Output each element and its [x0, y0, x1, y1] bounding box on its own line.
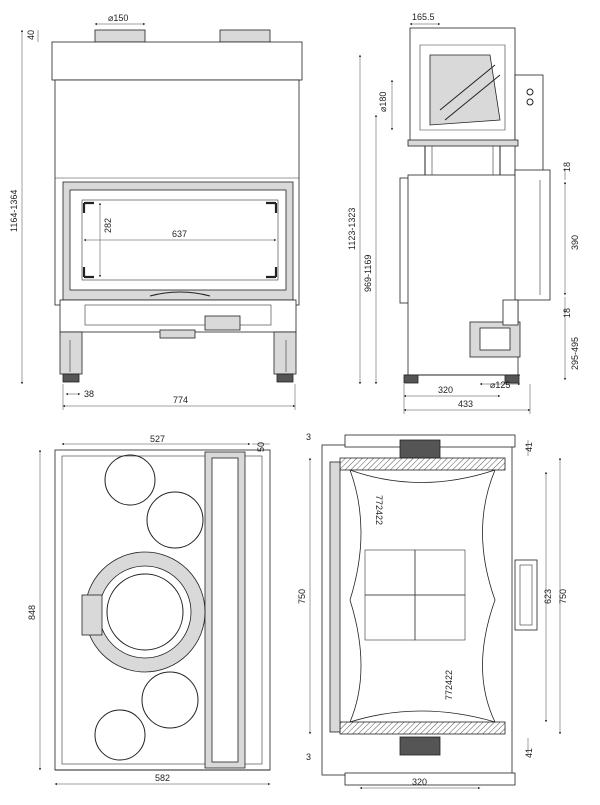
right-width-320-label: 320: [412, 777, 427, 787]
base-frame: [59, 299, 297, 333]
right-dim-41-top-label: 41: [524, 442, 534, 452]
top-height-label: 40: [26, 30, 36, 40]
foot-width-label: 38: [84, 389, 94, 399]
right-dim-3-bottom-label: 3: [306, 752, 311, 762]
right-height-750-left-label: 750: [297, 589, 307, 604]
flue-diameter-label: ⌀150: [108, 13, 128, 23]
air-diameter-label: ⌀180: [378, 92, 388, 112]
plan-dim-50-label: 50: [256, 442, 266, 452]
depth-320-label: 320: [438, 385, 453, 395]
glass-height-label: 282: [103, 218, 113, 233]
leg-left: [59, 331, 83, 375]
side-top-depth-label: 165.5: [412, 12, 435, 22]
dim-18-bottom-label: 18: [562, 308, 572, 318]
dim-18-top-label: 18: [562, 162, 572, 172]
flue-collar-left: [94, 29, 146, 43]
plan-view-left: 527 50 848 582: [27, 434, 271, 786]
right-height-623-label: 623: [543, 589, 553, 604]
right-height-750-right-label: 750: [558, 589, 568, 604]
plan-view-right: 772422 772422 3 41 750 623 750 3 41 320: [297, 432, 568, 790]
leg-right: [273, 331, 297, 375]
height-upper-label: 1123-1323: [347, 208, 357, 250]
part-number-bottom-label: 772422: [444, 670, 454, 700]
bottom-clamp: [399, 736, 441, 756]
air-inlet-label: ⌀125: [490, 380, 510, 390]
top-clamp: [399, 439, 441, 459]
front-view: ⌀150 40 1164-1364 282 637 38 774: [9, 13, 303, 410]
right-dim-41-bottom-label: 41: [524, 748, 534, 758]
overall-width-label: 774: [173, 395, 188, 405]
right-dim-3-top-label: 3: [306, 432, 311, 442]
depth-433-label: 433: [458, 399, 473, 409]
height-lower-label: 969-1169: [363, 255, 373, 292]
side-view: 165.5 ⌀180 1123-1323 969-1169 18 390 18 …: [347, 12, 580, 414]
part-number-top-label: 772422: [374, 495, 384, 525]
flue-collar-right: [219, 29, 271, 43]
plan-width-582-label: 582: [155, 773, 170, 783]
firebox-plan: [349, 469, 496, 723]
glass-width-label: 637: [172, 229, 187, 239]
top-hood: [51, 41, 303, 81]
total-height-label: 1164-1364: [9, 190, 19, 232]
dim-390-label: 390: [570, 235, 580, 250]
dim-295-495-label: 295-495: [570, 337, 580, 370]
plan-width-527-label: 527: [150, 434, 165, 444]
plan-height-848-label: 848: [27, 605, 37, 620]
